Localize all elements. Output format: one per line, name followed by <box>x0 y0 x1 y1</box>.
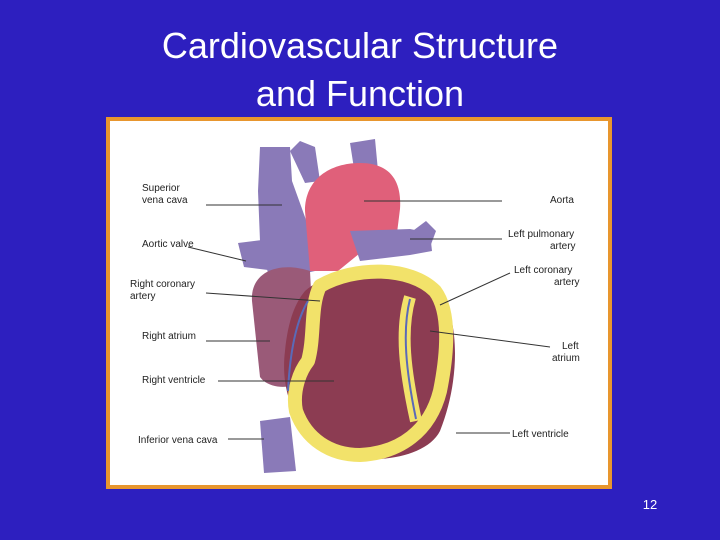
label-superior-vena-cava-line-2: vena cava <box>142 195 188 206</box>
slide-title-line-2: and Function <box>255 73 465 114</box>
left-coronary-artery-shape <box>404 298 417 420</box>
left-pulmonary-artery-shape <box>350 229 432 261</box>
coronary-fat-shape <box>288 264 454 462</box>
label-left-atrium-line-1: Left <box>562 341 579 352</box>
label-superior-vena-cava-line-1: Superior <box>142 183 180 194</box>
left-pulmonary-artery-branch-shape <box>410 221 436 247</box>
right-coronary-artery-shape <box>287 300 309 392</box>
label-left-atrium-line-2: atrium <box>552 353 580 364</box>
brachiocephalic-vessels-shape <box>290 141 320 183</box>
superior-vena-cava-shape <box>258 147 315 281</box>
label-left-ventricle: Left ventricle <box>512 429 569 440</box>
label-right-ventricle: Right ventricle <box>142 375 206 386</box>
heart-diagram: Superior vena cava Aortic valve Right co… <box>130 139 580 473</box>
slide-title-line-1: Cardiovascular Structure <box>161 25 559 66</box>
leader-lines-left <box>187 204 334 440</box>
label-inferior-vena-cava: Inferior vena cava <box>138 435 218 446</box>
inferior-vena-cava-shape <box>260 417 296 473</box>
label-left-coronary-artery-line-1: Left coronary <box>514 265 572 276</box>
label-right-atrium: Right atrium <box>142 331 196 342</box>
leader-lines-right <box>364 200 551 434</box>
slide-title: Cardiovascular Structure and Function <box>0 22 720 118</box>
heart-diagram-frame: Superior vena cava Aortic valve Right co… <box>106 117 612 489</box>
label-aorta: Aorta <box>550 195 574 206</box>
label-right-coronary-artery-line-2: artery <box>130 291 156 302</box>
label-right-coronary-artery-line-1: Right coronary <box>130 279 195 290</box>
label-left-coronary-artery-line-2: artery <box>554 277 580 288</box>
aortic-valve-vessel-shape <box>238 239 276 271</box>
label-aortic-valve: Aortic valve <box>142 239 194 250</box>
label-left-pulmonary-artery-line-1: Left pulmonary <box>508 229 574 240</box>
page-number: 12 <box>642 497 658 512</box>
label-left-pulmonary-artery-line-2: artery <box>550 241 576 252</box>
